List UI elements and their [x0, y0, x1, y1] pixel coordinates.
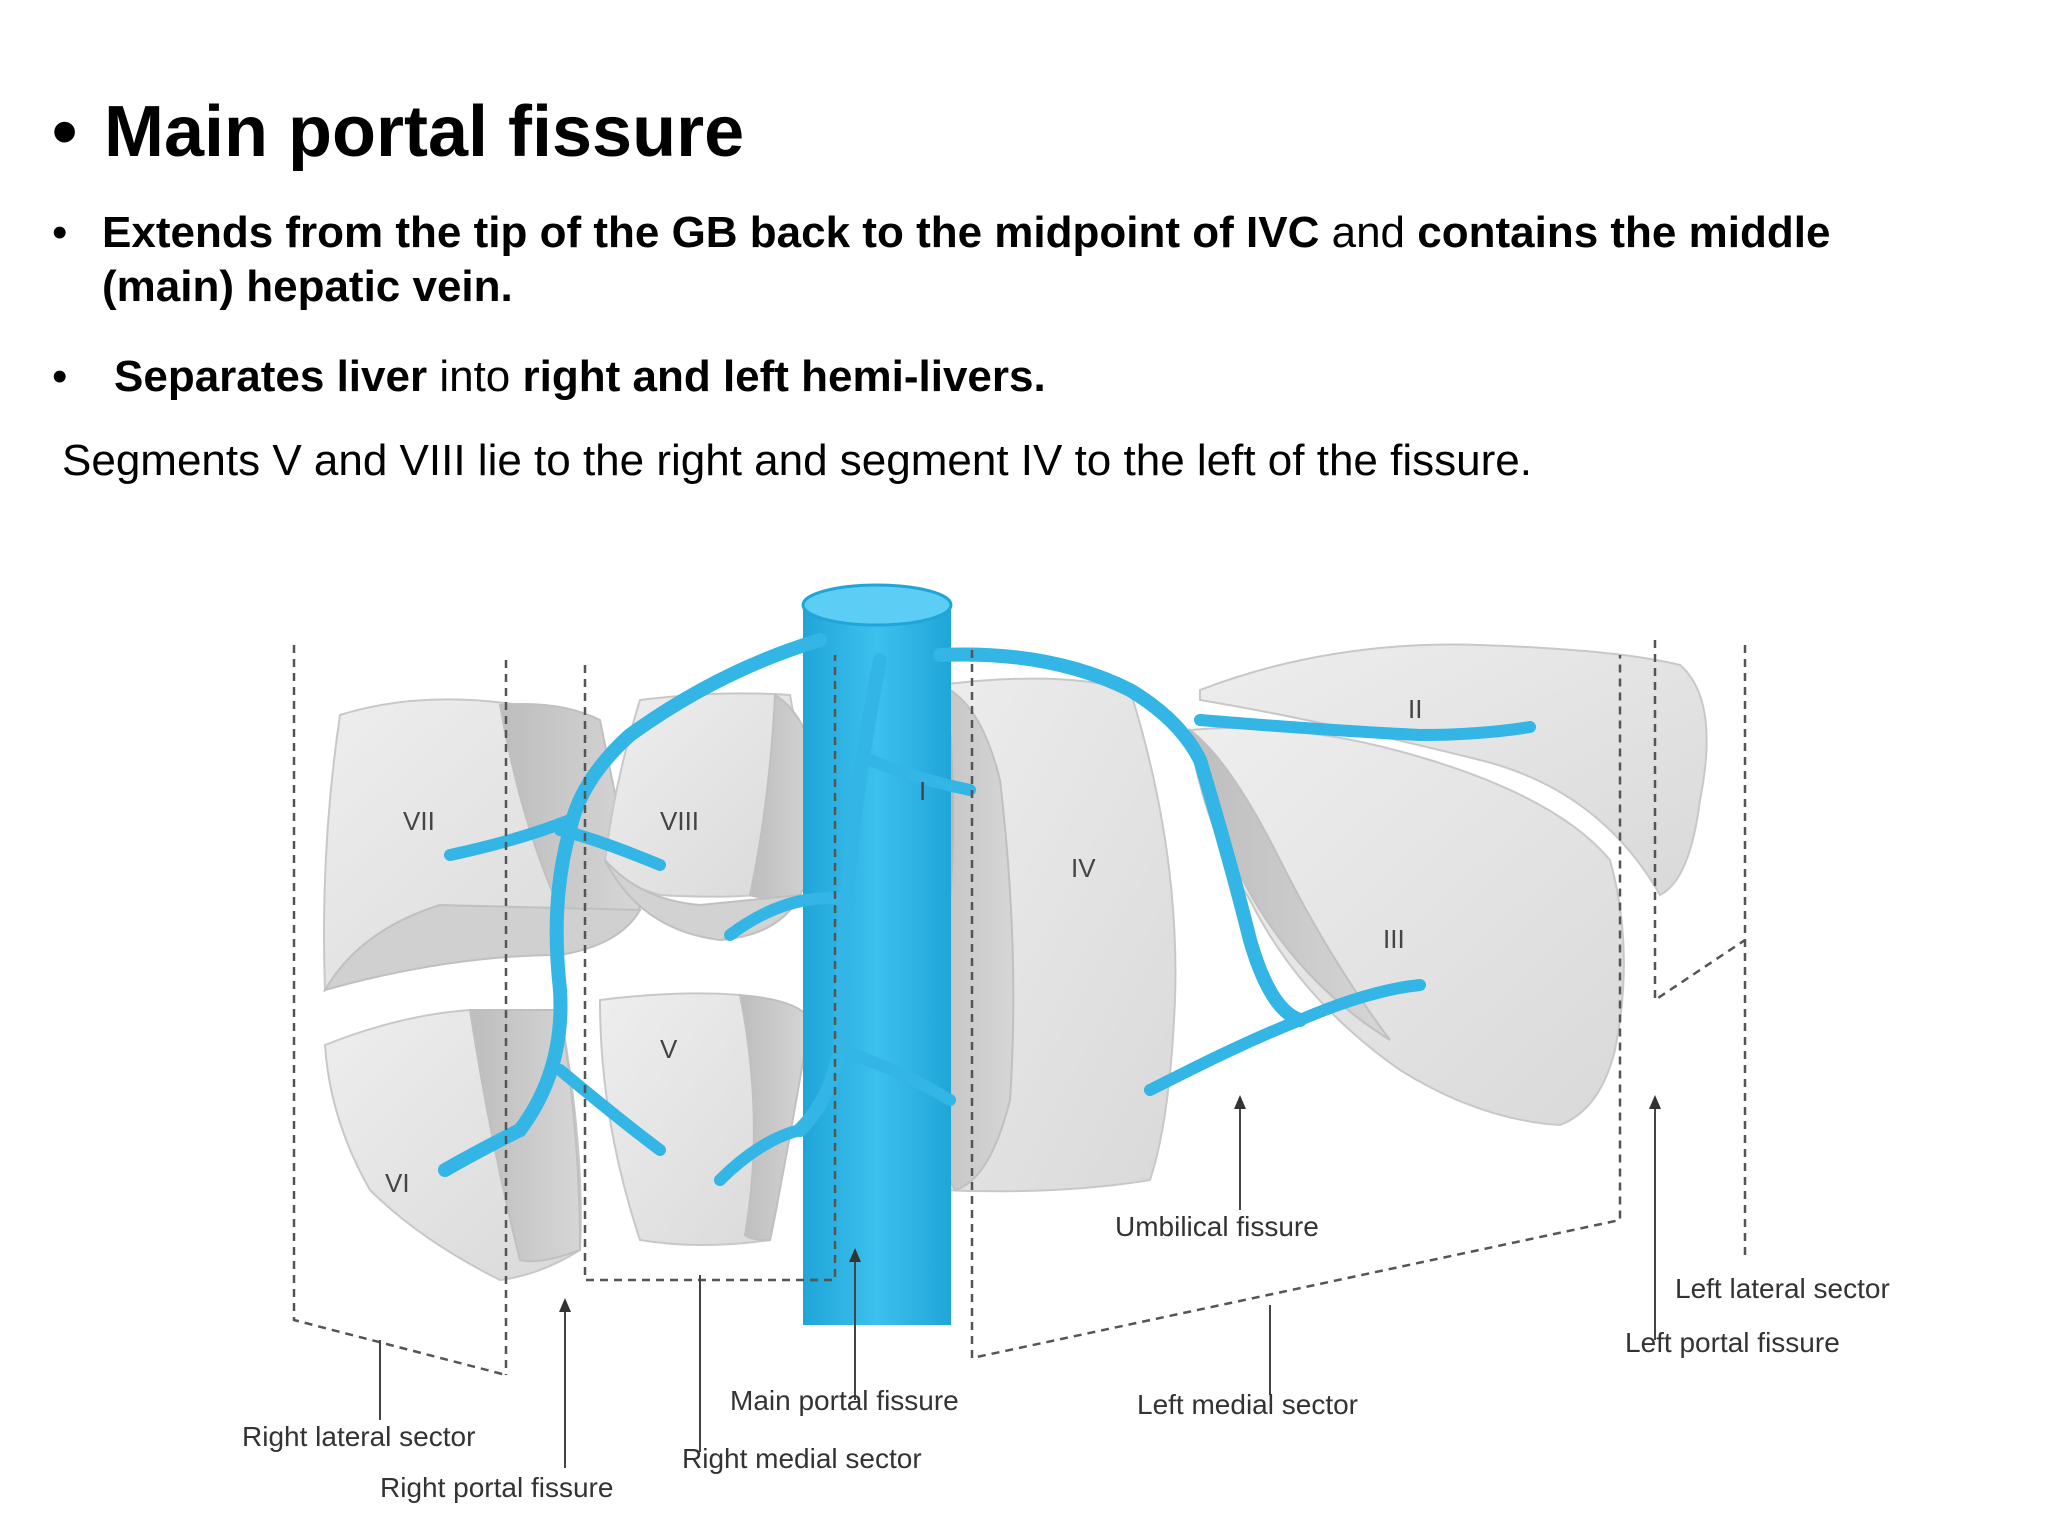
segment-label-viii: VIII: [660, 806, 699, 836]
hepatic-veins: [438, 633, 1536, 1186]
bullet-marker: •: [52, 208, 68, 257]
label-left-medial-sector: Left medial sector: [1137, 1389, 1358, 1420]
segment-vi: [323, 1009, 582, 1282]
segment-label-iv: IV: [1071, 853, 1096, 883]
liver-segments-diagram: VII VIII I IV II III V VI Umbilical fiss…: [242, 583, 1890, 1503]
title-text: Main portal fissure: [104, 92, 745, 172]
segment-labels: VII VIII I IV II III V VI: [385, 694, 1422, 1198]
bullet-extends-part1: Extends from the tip of the GB back to t…: [102, 208, 1320, 257]
bullet-separates-text: Separates liver into right and left hemi…: [114, 350, 1046, 404]
bullet-marker: •: [52, 352, 68, 401]
bullet-separates-part3: right and left hemi-livers.: [522, 352, 1046, 401]
label-right-medial-sector: Right medial sector: [682, 1443, 922, 1474]
label-right-portal-fissure: Right portal fissure: [380, 1472, 613, 1503]
bullet-extends-text: Extends from the tip of the GB back to t…: [102, 206, 1942, 314]
label-right-lateral-sector: Right lateral sector: [242, 1421, 475, 1452]
bullet-separates: • Separates liver into right and left he…: [52, 350, 1952, 404]
bullet-extends-part2: and: [1331, 208, 1406, 257]
label-arrowheads: [559, 1095, 1661, 1312]
label-main-portal-fissure: Main portal fissure: [730, 1385, 959, 1416]
segment-label-iii: III: [1383, 924, 1405, 954]
segment-label-vii: VII: [403, 806, 435, 836]
bullet-separates-part2: into: [439, 352, 511, 401]
segment-label-vi: VI: [385, 1168, 410, 1198]
segment-label-v: V: [660, 1034, 678, 1064]
label-left-lateral-sector: Left lateral sector: [1675, 1273, 1890, 1304]
sector-labels: Umbilical fissure Left lateral sector Le…: [242, 1211, 1890, 1503]
ivc: [801, 583, 953, 1325]
bullet-marker: •: [52, 92, 78, 172]
label-connectors: [379, 1105, 1656, 1468]
segment-label-ii: II: [1408, 694, 1422, 724]
bullet-extends-part3: contains the middle (main) hepatic vein.: [102, 208, 1831, 311]
fissure-lines: [292, 640, 1747, 1377]
segments-paragraph: Segments V and VIII lie to the right and…: [62, 436, 1532, 485]
bullet-separates-part1: Separates liver: [114, 352, 428, 401]
segment-v: [598, 992, 812, 1246]
label-umbilical-fissure: Umbilical fissure: [1115, 1211, 1319, 1242]
label-left-portal-fissure: Left portal fissure: [1625, 1327, 1840, 1358]
segment-ii: [1199, 643, 1708, 897]
bullet-extends: • Extends from the tip of the GB back to…: [52, 206, 1952, 314]
slide-title: • Main portal fissure: [52, 88, 744, 176]
segment-label-i: I: [919, 776, 926, 806]
